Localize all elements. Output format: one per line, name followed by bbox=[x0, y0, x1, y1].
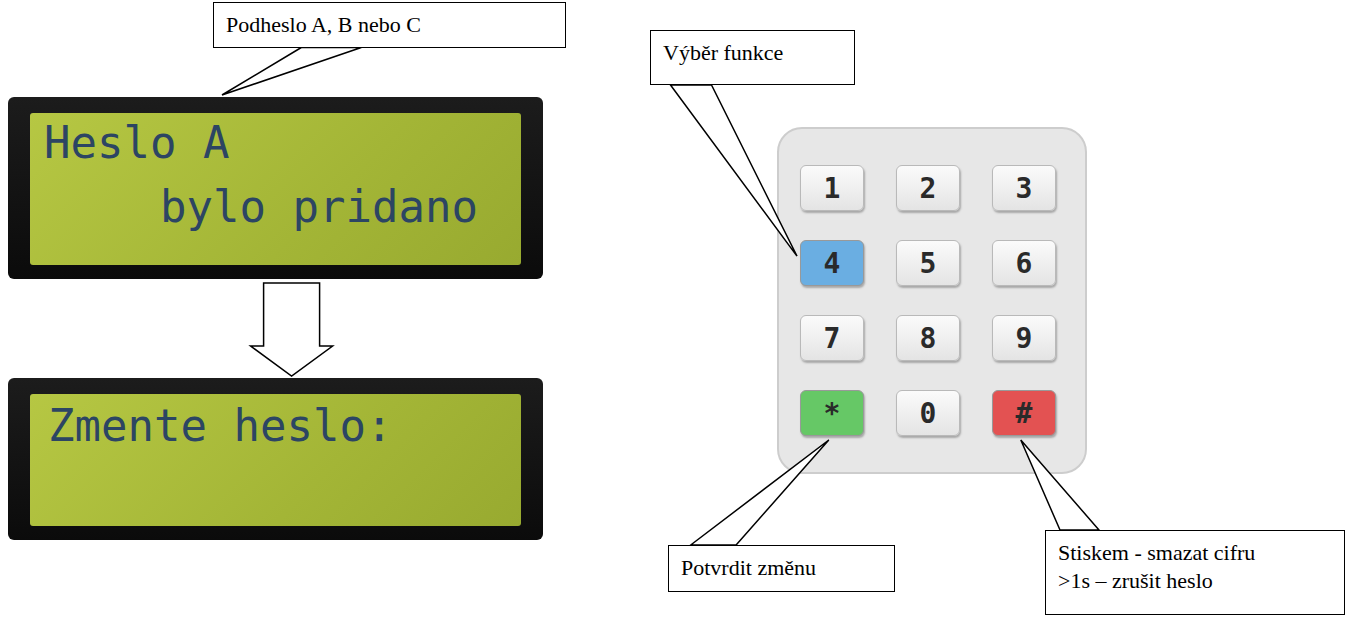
key-label: * bbox=[824, 397, 841, 430]
keypad-key: * bbox=[800, 390, 864, 436]
key-label: 7 bbox=[824, 322, 841, 355]
callout-pointer bbox=[691, 440, 829, 545]
keypad-key: 8 bbox=[896, 315, 960, 361]
keypad-key: 3 bbox=[992, 165, 1056, 211]
key-label: 1 bbox=[824, 172, 841, 205]
lcd-glass: Heslo A bylo pridano bbox=[30, 113, 521, 265]
keypad-key: # bbox=[992, 390, 1056, 436]
flow-arrow bbox=[251, 283, 333, 376]
lcd-display: Heslo A bylo pridano bbox=[8, 97, 543, 279]
callout-box: Stiskem - smazat cifru>1s – zrušit heslo bbox=[1045, 530, 1345, 615]
key-label: # bbox=[1016, 397, 1033, 430]
keypad-key: 5 bbox=[896, 240, 960, 286]
callout-box: Podheslo A, B nebo C bbox=[213, 2, 566, 48]
key-label: 5 bbox=[920, 247, 937, 280]
key-label: 9 bbox=[1016, 322, 1033, 355]
key-label: 2 bbox=[920, 172, 937, 205]
key-label: 6 bbox=[1016, 247, 1033, 280]
key-label: 4 bbox=[824, 247, 841, 280]
callout-pointer bbox=[1021, 440, 1099, 530]
callout-box: Potvrdit změnu bbox=[668, 545, 895, 592]
callout-text: Potvrdit změnu bbox=[681, 554, 882, 582]
callout-pointer bbox=[222, 48, 361, 96]
keypad-key: 2 bbox=[896, 165, 960, 211]
key-label: 3 bbox=[1016, 172, 1033, 205]
lcd-text: Heslo A bbox=[44, 119, 229, 167]
callout-text: Podheslo A, B nebo C bbox=[226, 11, 553, 39]
keypad-key: 6 bbox=[992, 240, 1056, 286]
keypad-key: 1 bbox=[800, 165, 864, 211]
callout-text: Výběr funkce bbox=[663, 39, 842, 67]
lcd-text: Zmente heslo: bbox=[48, 402, 392, 450]
keypad-key: 4 bbox=[800, 240, 864, 286]
lcd-glass: Zmente heslo: bbox=[30, 394, 521, 526]
callout-box: Výběr funkce bbox=[650, 30, 855, 85]
key-label: 0 bbox=[920, 397, 937, 430]
keypad-body bbox=[778, 128, 1086, 473]
lcd-text: bylo pridano bbox=[160, 183, 478, 231]
keypad-key: 0 bbox=[896, 390, 960, 436]
key-label: 8 bbox=[920, 322, 937, 355]
callout-pointer bbox=[671, 85, 798, 256]
keypad-key: 9 bbox=[992, 315, 1056, 361]
keypad-key: 7 bbox=[800, 315, 864, 361]
callout-text: >1s – zrušit heslo bbox=[1058, 567, 1332, 595]
lcd-display: Zmente heslo: bbox=[8, 378, 543, 540]
callout-text: Stiskem - smazat cifru bbox=[1058, 539, 1332, 567]
